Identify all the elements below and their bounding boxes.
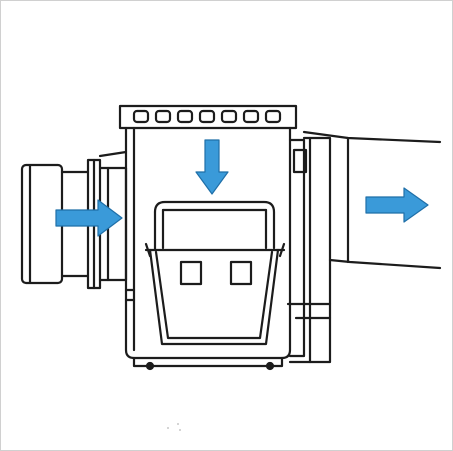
scan-specks — [167, 423, 181, 431]
arrow-right-icon — [55, 199, 123, 237]
lid-ribs — [132, 109, 282, 124]
strainer-basket — [144, 200, 286, 346]
arrow-down-icon — [195, 139, 229, 195]
trap-body — [118, 104, 298, 371]
outlet-housing — [286, 136, 332, 364]
outlet-pipe — [302, 130, 442, 270]
arrow-right-icon — [365, 187, 429, 223]
flow-arrows — [55, 139, 429, 237]
